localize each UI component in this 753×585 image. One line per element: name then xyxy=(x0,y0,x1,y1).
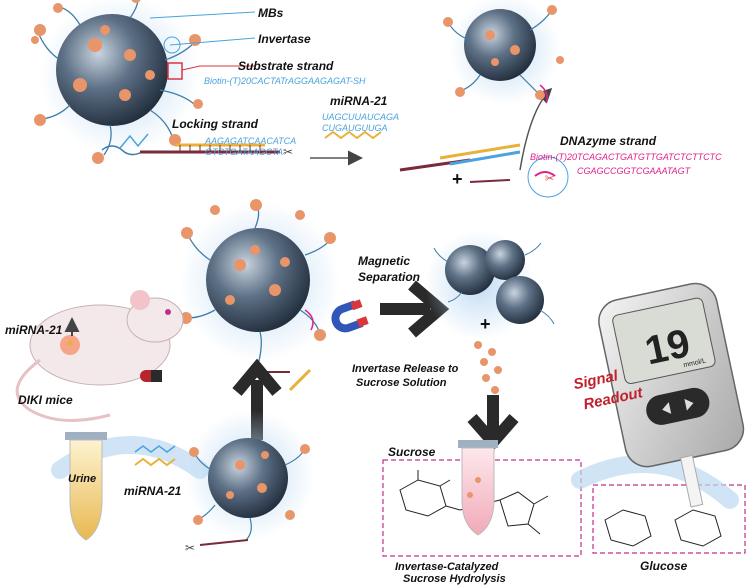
plus-top: + xyxy=(452,169,463,189)
substrate-sequence: Biotin-(T)20CACTATrAGGAAGAGAT-SH xyxy=(204,76,366,86)
label-release-2: Sucrose Solution xyxy=(356,377,447,389)
down-arrow xyxy=(467,395,519,452)
magnetic-bead-center xyxy=(180,199,340,392)
label-glucose: Glucose xyxy=(640,559,688,573)
locking-strand-duplex: ✂ xyxy=(101,133,293,159)
meter-unit: mmol/L xyxy=(683,358,707,370)
svg-text:✂: ✂ xyxy=(185,541,195,555)
label-dnazyme-strand: DNAzyme strand xyxy=(560,134,657,148)
released-invertase xyxy=(474,341,502,394)
dnazyme-sequence-2: CGAGCCGGTCGAAATAGT xyxy=(577,166,692,176)
label-magnetic: Magnetic xyxy=(358,254,410,268)
magnet-icon xyxy=(331,299,369,333)
label-mirna-21-input: miRNA-21 xyxy=(124,484,182,498)
locking-sequence-1: AAGAGATCAACATCA xyxy=(204,136,296,146)
magnetic-bead-top-right xyxy=(443,0,564,105)
meter-reading: 19 xyxy=(641,321,694,373)
label-invertase: Invertase xyxy=(258,32,311,46)
glucose-structure xyxy=(604,509,722,547)
label-urine: Urine xyxy=(68,473,96,485)
mirna-sequence-1: UAGCUUAUCAGA xyxy=(322,112,399,122)
mirna-sequence-2: CUGAUGUUGA xyxy=(322,123,388,133)
label-release-1: Invertase Release to xyxy=(352,363,459,375)
label-catalyzed-1: Invertase-Catalyzed xyxy=(395,561,499,573)
sucrose-tube xyxy=(458,440,498,536)
glucose-box xyxy=(592,484,746,554)
label-sucrose: Sucrose xyxy=(388,445,436,459)
magnetic-bead-bottom: ✂ xyxy=(185,410,315,555)
magnetic-bead-top-left xyxy=(31,0,203,164)
released-duplex xyxy=(399,143,521,172)
plus-bottom: + xyxy=(480,314,491,334)
label-diki-mice: DIKI mice xyxy=(18,393,73,407)
label-mirna-21-up: miRNA-21 xyxy=(5,323,63,337)
label-mbs: MBs xyxy=(258,6,284,20)
locking-sequence-2: GTCTGATAAGCTA xyxy=(205,147,283,157)
separated-beads xyxy=(425,230,555,340)
label-mirna-21-top: miRNA-21 xyxy=(330,94,388,108)
label-substrate-strand: Substrate strand xyxy=(238,59,334,73)
dnazyme-sequence-1: Biotin-(T)20TCAGACTGATGTTGATCTCTTCTC xyxy=(530,152,722,162)
svg-text:✂: ✂ xyxy=(545,173,554,185)
label-separation: Separation xyxy=(358,270,420,284)
label-locking-strand: Locking strand xyxy=(172,117,259,131)
svg-text:✂: ✂ xyxy=(283,145,293,159)
glucose-meter: 19 mmol/L xyxy=(598,282,745,508)
urine-tube xyxy=(65,432,107,541)
label-catalyzed-2: Sucrose Hydrolysis xyxy=(403,573,506,585)
